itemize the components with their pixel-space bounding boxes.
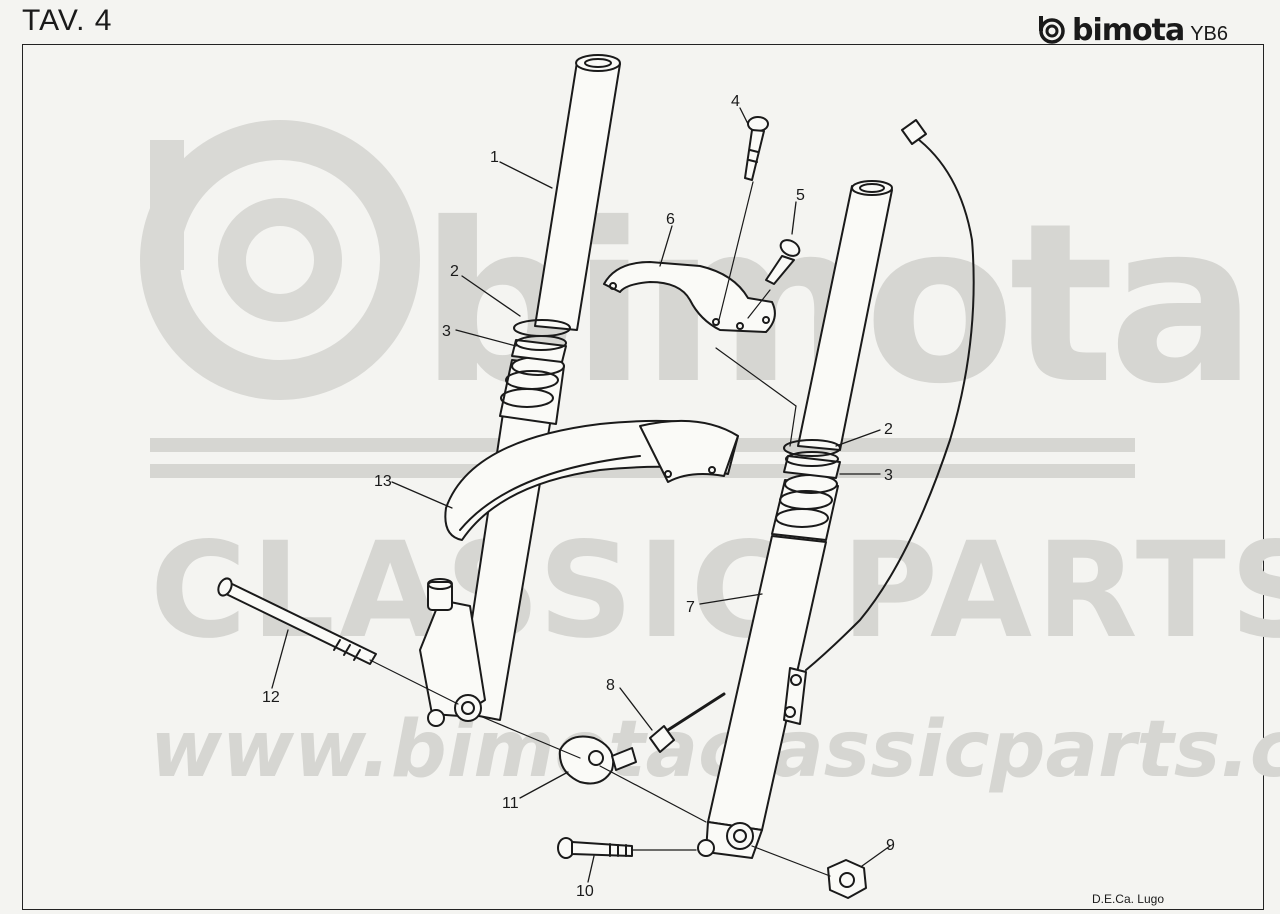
front-fender (444, 419, 739, 541)
bolt-5 (765, 239, 801, 285)
callout-9: 9 (886, 837, 895, 854)
front-axle (217, 577, 377, 665)
right-circlip (783, 439, 841, 457)
callout-7: 7 (686, 599, 695, 616)
axle-pinch-bolt (557, 837, 633, 859)
left-fork-tube (534, 54, 621, 331)
callout-3-right: 3 (884, 467, 893, 484)
watermark-classic-parts: CLASSIC PARTS (150, 514, 1280, 668)
brand-logo: bimota YB6 (1036, 10, 1228, 48)
bolt-4 (744, 116, 769, 181)
model-code: YB6 (1190, 23, 1228, 45)
watermark-url: www.bimotaclassicparts.com (150, 705, 1280, 795)
callout-5: 5 (796, 187, 805, 204)
callout-13: 13 (374, 473, 392, 490)
callout-6: 6 (666, 211, 675, 228)
left-dust-seal (511, 335, 567, 363)
callout-leaders (271, 107, 891, 883)
speedometer-cable-end (649, 119, 975, 753)
callout-2-left: 2 (450, 263, 459, 280)
callout-numbers: 1 2 3 4 5 6 2 3 13 7 12 8 11 9 10 (262, 93, 895, 900)
right-fork-slider (697, 474, 839, 859)
callout-10: 10 (576, 883, 594, 900)
callout-3-left: 3 (442, 323, 451, 340)
callout-8: 8 (606, 677, 615, 694)
bimota-b-icon (1038, 16, 1065, 44)
plate-title: TAV. 4 (22, 4, 113, 37)
speedometer-drive (558, 735, 637, 785)
right-dust-seal (783, 451, 841, 479)
axle-nut (827, 859, 867, 899)
callout-4: 4 (731, 93, 740, 110)
drawing-frame (22, 44, 1264, 910)
callout-11: 11 (502, 795, 519, 812)
callout-2-right: 2 (884, 421, 893, 438)
callout-12: 12 (262, 689, 280, 706)
drafting-credit: D.E.Ca. Lugo (1091, 892, 1164, 906)
assembly-guide-lines (369, 181, 831, 877)
brand-name: bimota (1071, 13, 1185, 48)
callout-1: 1 (490, 149, 499, 166)
